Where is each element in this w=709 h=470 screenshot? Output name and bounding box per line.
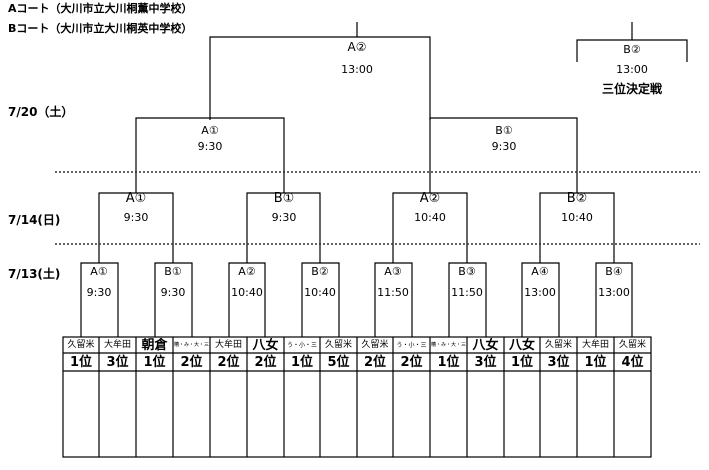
first-round-time: 13:00 [598,286,630,299]
first-round-line-3 [228,262,266,337]
team-name: 久留米 [618,340,646,350]
first-round-court: A① [90,265,108,278]
team-rank: 3位 [547,355,570,370]
date-label-0714: 7/14(日) [8,213,61,227]
team-rank: 1位 [290,355,314,370]
team-name: 大牟田 [103,340,131,350]
first-round-line-7 [521,262,560,337]
team-rank: 1位 [510,355,534,370]
quarterfinal-court: B① [273,191,295,206]
semifinal-time: 9:30 [491,140,517,153]
quarterfinal-court: A① [125,191,147,206]
final-time: 13:00 [341,63,373,76]
team-name: 久留米 [67,340,95,350]
first-round-court: B③ [458,265,476,278]
quarterfinal-line-2 [246,192,321,263]
semifinal-right-line [429,117,578,193]
first-round-time: 13:00 [524,286,556,299]
semifinal-time: 9:30 [197,140,223,153]
quarterfinal-time: 10:40 [414,211,446,224]
team-rank: 2位 [217,355,240,370]
team-name: 八女 [508,338,535,353]
team-name: う・小・三 [286,342,317,349]
third-place-time: 13:00 [616,63,648,76]
final-court: A② [347,40,367,54]
first-round-time: 11:50 [451,286,483,299]
semifinal-left-line [135,117,285,193]
team-name: 久留米 [361,340,389,350]
first-round-court: B④ [605,265,623,278]
first-round-court: B② [311,265,329,278]
team-name: う・小・三 [396,342,427,349]
first-round-time: 10:40 [304,286,336,299]
first-round-line-4 [301,262,340,337]
team-name: 糟・み・大・三 [430,342,466,348]
first-round-line-1 [80,262,119,337]
team-rank: 5位 [327,355,350,370]
date-label-0720: 7/20（土） [8,105,74,119]
court-b-legend: Bコート（大川市立大川桐英中学校） [8,22,193,35]
first-round-court: A② [238,265,256,278]
semifinal-court: B① [495,124,513,137]
first-round-line-6 [448,262,487,337]
court-a-legend: Aコート（大川市立大川桐薫中学校） [8,2,193,15]
team-rank: 3位 [474,355,497,370]
date-label-0713: 7/13(土) [8,267,61,281]
team-rank: 1位 [437,355,460,370]
team-rank: 2位 [363,355,387,370]
first-round-line-2 [154,262,193,337]
team-rank: 1位 [584,355,607,370]
quarterfinal-line-3 [392,192,468,263]
quarterfinal-time: 9:30 [271,211,297,224]
quarterfinal-line-1 [98,192,174,263]
first-round-court: A④ [531,265,549,278]
first-round-time: 10:40 [231,286,263,299]
third-place-court: B② [623,43,641,56]
quarterfinal-time: 10:40 [561,211,593,224]
team-name: 大牟田 [581,340,609,350]
quarterfinal-time: 9:30 [123,211,149,224]
team-rank: 1位 [143,355,166,370]
team-name: 久留米 [324,340,352,350]
team-name: 朝倉 [141,338,168,353]
team-rank: 2位 [400,355,423,370]
first-round-line-8 [595,262,633,337]
third-place-label: 三位決定戦 [601,82,663,96]
team-table [62,336,652,458]
team-rank: 2位 [180,355,203,370]
team-rank: 3位 [106,355,129,370]
first-round-time: 11:50 [377,286,409,299]
team-name: 大牟田 [214,340,242,350]
first-round-time: 9:30 [86,286,112,299]
first-round-time: 9:30 [160,286,186,299]
first-round-line-5 [374,262,413,337]
team-name: 八女 [252,338,279,353]
quarterfinal-court: A② [419,191,441,206]
quarterfinal-court: B② [566,191,588,206]
final-bracket-line [209,36,431,120]
team-rank: 1位 [69,355,93,370]
team-rank: 4位 [621,355,644,370]
first-round-court: A③ [384,265,402,278]
team-rank: 2位 [254,355,277,370]
semifinal-court: A① [201,124,219,137]
team-name: 久留米 [544,340,572,350]
first-round-court: B① [164,265,182,278]
team-name: 糟・み・大・三 [173,342,209,348]
quarterfinal-line-4 [539,192,615,263]
team-name: 八女 [472,338,499,353]
